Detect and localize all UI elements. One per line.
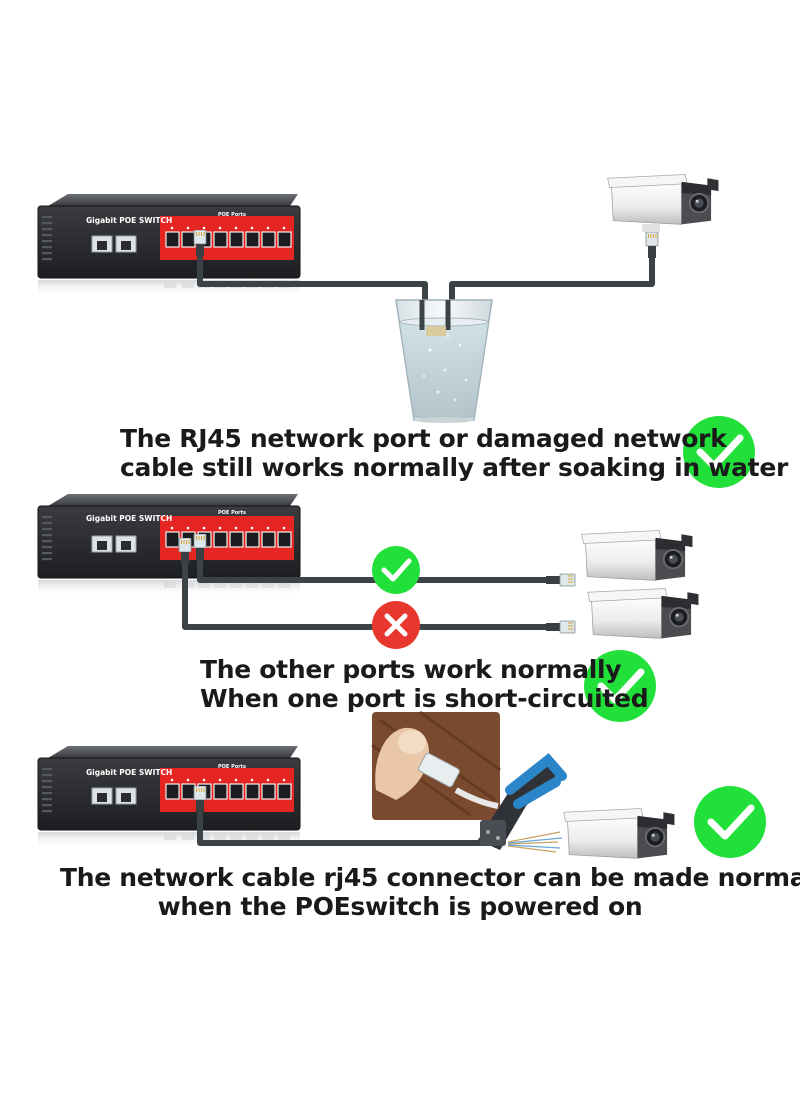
security-camera-2 [580, 529, 694, 582]
caption-line: cable still works normally after soaking… [120, 453, 789, 482]
poe-switch-2: Gigabit POE SWITCH POE Ports [37, 493, 301, 596]
caption-line: The other ports work normally [200, 655, 622, 684]
crimping-tool-icon [478, 753, 567, 853]
switch-model-label: Gigabit POE SWITCH [86, 768, 172, 777]
rj45-connector-icon [546, 573, 576, 587]
link-check-icon [372, 546, 420, 594]
poe-switch-3: Gigabit POE SWITCH POE Ports [37, 745, 301, 848]
water-glass-icon [395, 299, 493, 423]
check-icon [584, 650, 656, 722]
poe-switch-1: Gigabit POE SWITCH POE Ports [37, 193, 301, 296]
caption-section-3: The network cable rj45 connector can be … [60, 863, 800, 921]
section-3: Gigabit POE SWITCH POE Ports [37, 710, 766, 860]
link-cross-icon [372, 601, 420, 649]
security-camera-3 [586, 587, 700, 640]
caption-section-1: The RJ45 network port or damaged network… [120, 424, 789, 482]
caption-line: The RJ45 network port or damaged network [120, 424, 727, 453]
security-camera-1 [606, 173, 720, 232]
rj45-connector-icon [645, 232, 659, 258]
switch-poe-ports-label: POE Ports [218, 764, 246, 770]
security-camera-4 [562, 807, 676, 860]
switch-model-label: Gigabit POE SWITCH [86, 514, 172, 523]
section-2: Gigabit POE SWITCH POE Ports [37, 493, 700, 722]
switch-poe-ports-label: POE Ports [218, 510, 246, 516]
rj45-connector-icon [546, 620, 576, 634]
check-icon [683, 416, 755, 488]
caption-line: When one port is short-circuited [200, 684, 649, 713]
cable-3 [197, 800, 500, 846]
caption-section-2: The other ports work normally When one p… [200, 655, 649, 713]
caption-line: The network cable rj45 connector can be … [60, 863, 800, 892]
check-icon [694, 786, 766, 858]
caption-line: when the POEswitch is powered on [157, 892, 643, 921]
section-1: Gigabit POE SWITCH POE Ports [37, 173, 755, 488]
hand-crimping-photo [371, 710, 501, 820]
switch-poe-ports-label: POE Ports [218, 212, 246, 218]
switch-model-label: Gigabit POE SWITCH [86, 216, 172, 225]
